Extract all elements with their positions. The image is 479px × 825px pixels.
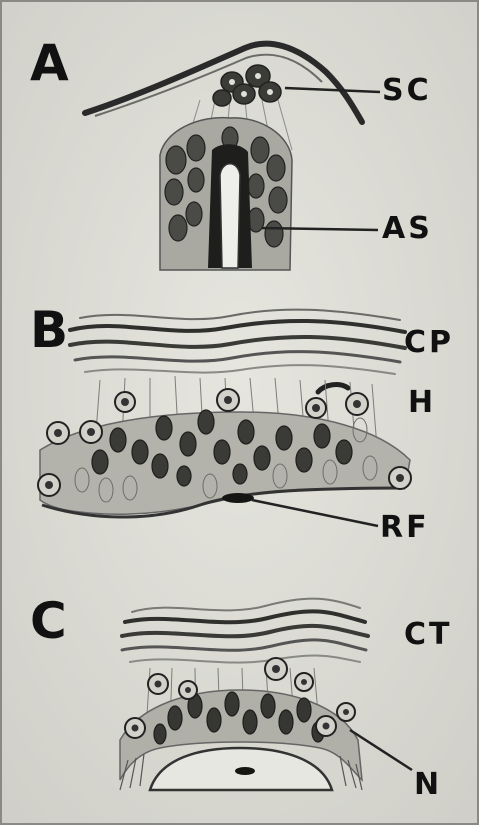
- label-as: AS: [382, 214, 433, 244]
- label-n: N: [414, 770, 442, 800]
- panel-label-c: C: [30, 596, 67, 646]
- panel-label-b: B: [30, 305, 68, 355]
- label-cp: CP: [404, 328, 454, 358]
- basal-fiber-nucleus: [222, 493, 254, 503]
- panel-label-a: A: [30, 38, 69, 88]
- label-h: H: [408, 388, 436, 418]
- label-rf: RF: [380, 513, 430, 543]
- label-ct: CT: [404, 620, 452, 650]
- label-sc: SC: [382, 76, 432, 106]
